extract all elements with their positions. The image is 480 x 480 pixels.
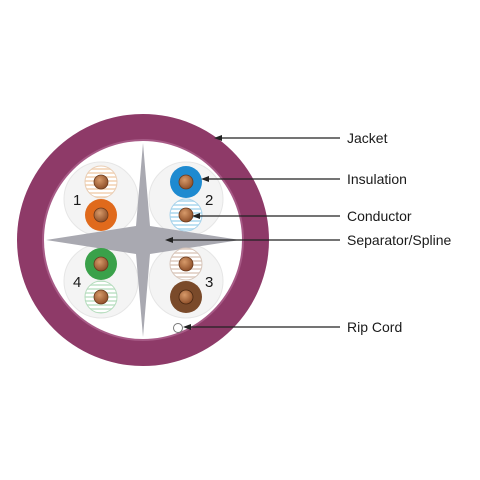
pair-number-4: 4 xyxy=(73,274,81,291)
pair-4-white-green-conductor xyxy=(93,289,109,305)
pair-3-white-brown-conductor xyxy=(178,256,194,272)
jacket-arrowhead xyxy=(214,135,222,141)
conductor-label: Conductor xyxy=(347,208,412,224)
pair-3-brown-conductor xyxy=(178,289,194,305)
pair-1-white-orange-conductor xyxy=(93,174,109,190)
jacket-label: Jacket xyxy=(347,130,388,146)
rip-cord-arrowhead xyxy=(183,324,191,330)
conductor-arrowhead xyxy=(192,213,200,219)
rip-cord-label: Rip Cord xyxy=(347,319,402,335)
insulation-arrowhead xyxy=(201,176,209,182)
separator-spline xyxy=(46,143,240,337)
pair-2-blue-conductor xyxy=(178,174,194,190)
separator-label: Separator/Spline xyxy=(347,232,452,248)
pair-number-3: 3 xyxy=(205,274,213,291)
pair-1-orange-conductor xyxy=(93,207,109,223)
pair-number-2: 2 xyxy=(205,192,213,209)
separator-arrowhead xyxy=(165,237,173,243)
pair-number-1: 1 xyxy=(73,192,81,209)
pair-2-white-blue-conductor xyxy=(178,207,194,223)
insulation-label: Insulation xyxy=(347,171,407,187)
pair-4-green-conductor xyxy=(93,256,109,272)
rip-cord xyxy=(173,323,183,333)
